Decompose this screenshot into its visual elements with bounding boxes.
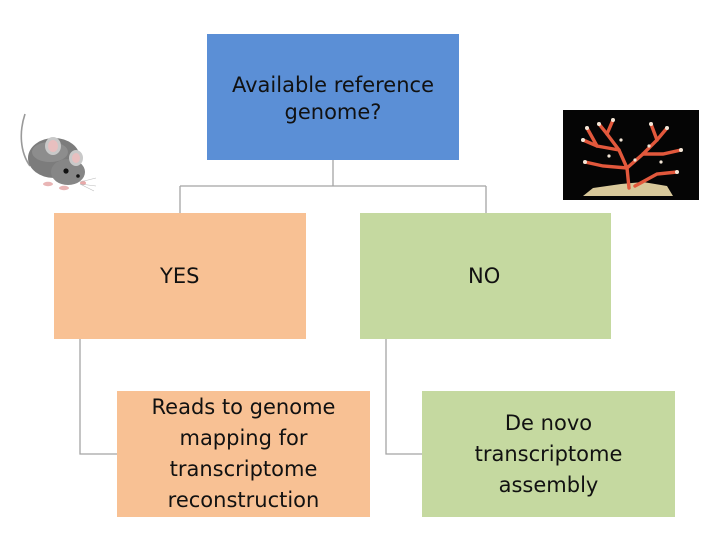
de-novo-assembly-box: De novo transcriptome assembly — [422, 391, 675, 517]
no-branch-box: NO — [360, 213, 611, 339]
yes-branch-label: YES — [160, 264, 200, 288]
yes-child-elbow-line — [79, 339, 117, 455]
no-branch-label: NO — [468, 264, 501, 288]
de-novo-assembly-label: De novo transcriptome assembly — [474, 410, 623, 497]
yes-branch-box: YES — [54, 213, 306, 339]
genome-mapping-box: Reads to genome mapping for transcriptom… — [117, 391, 370, 517]
no-child-elbow-line — [385, 339, 422, 455]
root-question-label: Available reference genome? — [231, 73, 434, 124]
mouse-photo-icon — [20, 113, 97, 192]
genome-mapping-label: Reads to genome mapping for transcriptom… — [151, 395, 336, 512]
root-question-box: Available reference genome? — [207, 34, 459, 160]
red-coral-photo-icon — [563, 110, 699, 200]
